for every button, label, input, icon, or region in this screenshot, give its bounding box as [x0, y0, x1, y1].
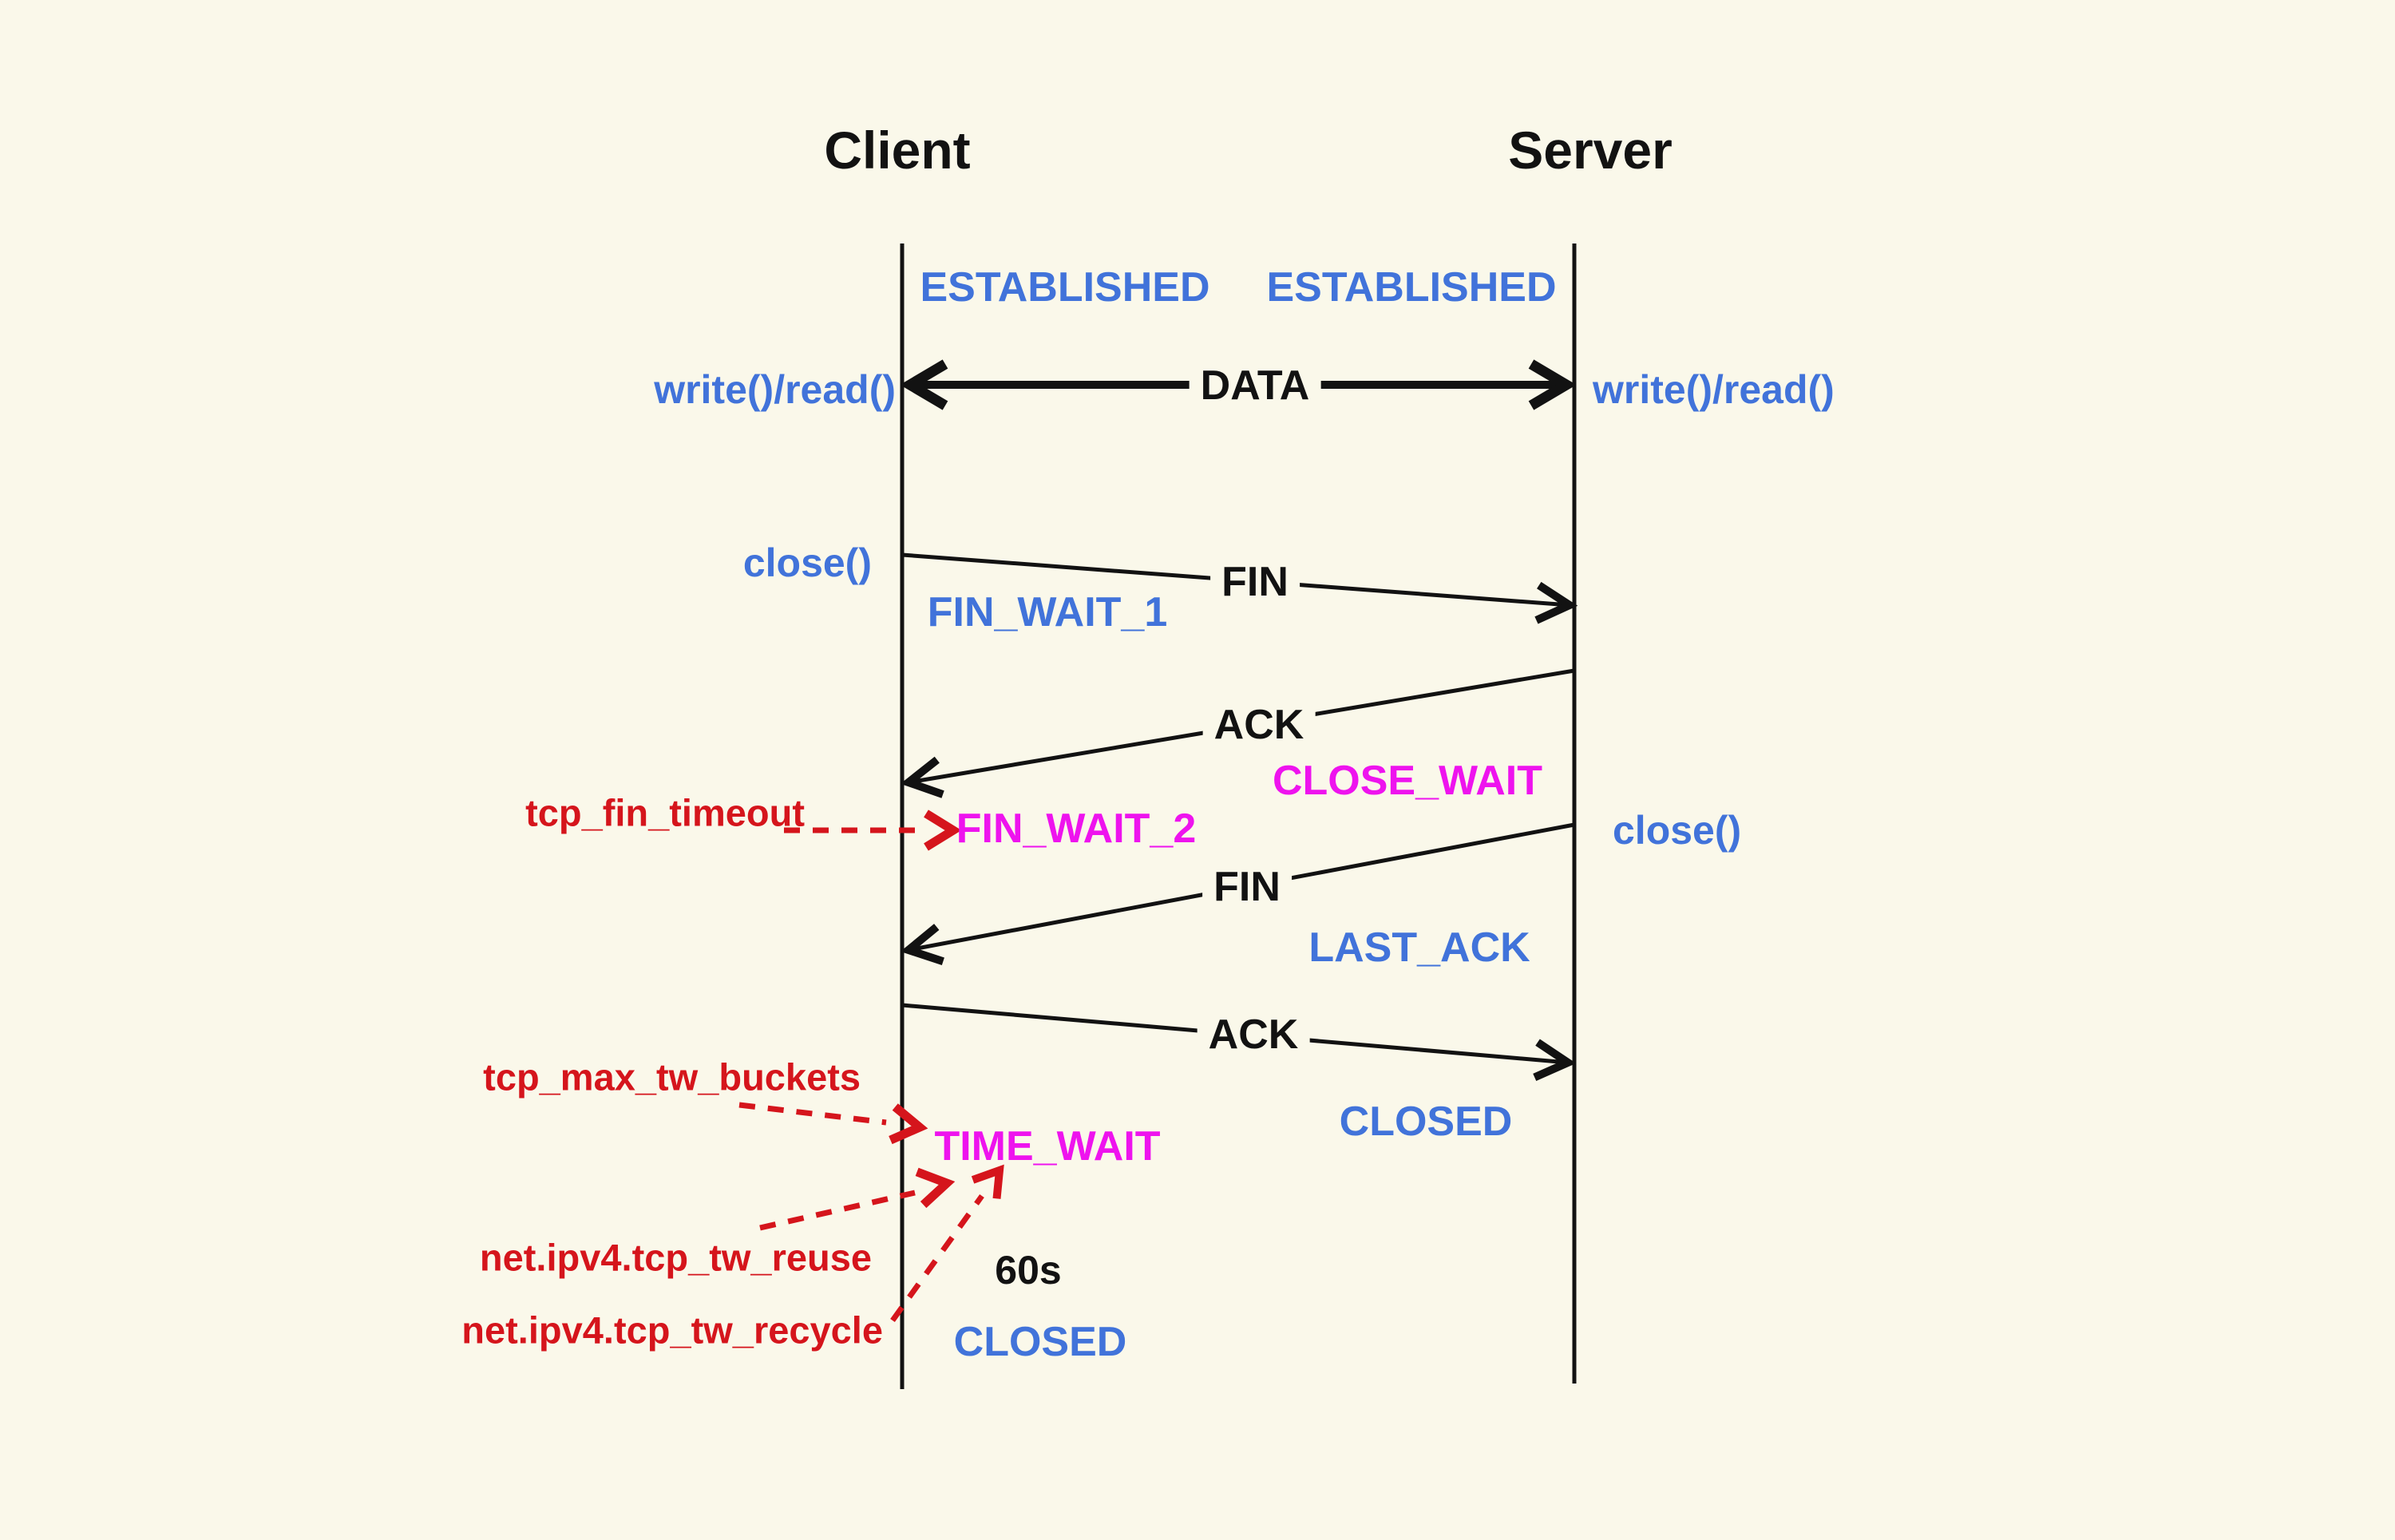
tcp-tw-recycle-arrow [890, 1164, 1004, 1323]
tcp-max-tw-buckets-arrow [738, 1102, 928, 1145]
state-close-wait: CLOSE_WAIT [1272, 758, 1543, 804]
state-closed-client: CLOSED [953, 1319, 1127, 1365]
message-ack1-label: ACK [1202, 702, 1316, 748]
state-established-client: ESTABLISHED [920, 264, 1210, 311]
message-ack2-label: ACK [1197, 1011, 1310, 1058]
tcp-fin-timeout-arrow [784, 810, 962, 851]
state-fin-wait-1: FIN_WAIT_1 [927, 589, 1168, 635]
tunable-tcp-tw-recycle: net.ipv4.tcp_tw_recycle [461, 1308, 883, 1352]
tunable-tcp-fin-timeout: tcp_fin_timeout [525, 791, 805, 834]
state-time-wait: TIME_WAIT [934, 1123, 1161, 1170]
syscall-close-client: close() [742, 540, 872, 585]
state-established-server: ESTABLISHED [1266, 264, 1557, 311]
state-fin-wait-2: FIN_WAIT_2 [956, 806, 1197, 852]
actor-client-title: Client [824, 121, 971, 180]
message-fin2-label: FIN [1202, 864, 1292, 910]
tunable-tcp-max-tw-buckets: tcp_max_tw_buckets [483, 1055, 861, 1099]
syscall-close-server: close() [1613, 808, 1742, 853]
tunable-tcp-tw-reuse: net.ipv4.tcp_tw_reuse [479, 1236, 872, 1279]
time-wait-duration-label: 60s [995, 1248, 1062, 1293]
message-fin1-label: FIN [1210, 559, 1300, 605]
syscall-write-read-client: write()/read() [654, 367, 896, 412]
syscall-write-read-server: write()/read() [1593, 367, 1835, 412]
message-data-label: DATA [1189, 362, 1321, 409]
state-last-ack: LAST_ACK [1308, 924, 1530, 971]
state-closed-server: CLOSED [1339, 1099, 1513, 1145]
tcp-tw-reuse-arrow [759, 1167, 956, 1231]
actor-server-title: Server [1508, 121, 1673, 180]
